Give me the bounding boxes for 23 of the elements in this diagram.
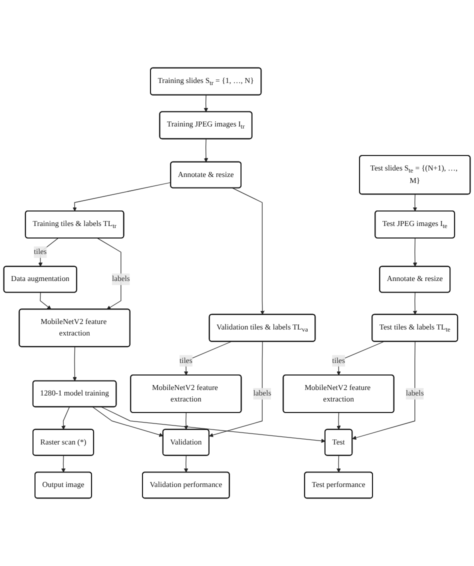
arrow	[412, 238, 418, 267]
arrow	[61, 455, 66, 473]
arrow	[38, 238, 58, 267]
arrow	[184, 341, 232, 376]
arrow	[40, 292, 52, 310]
arrow	[412, 194, 418, 212]
arrow	[72, 346, 77, 382]
arrow	[336, 455, 341, 473]
arrow	[336, 412, 341, 430]
arrow	[184, 455, 188, 473]
arrow	[101, 406, 326, 443]
arrow	[92, 406, 164, 437]
arrow	[204, 94, 208, 112]
arrow	[72, 182, 172, 212]
arrow	[336, 341, 384, 376]
arrow	[184, 412, 188, 430]
arrow	[352, 341, 416, 440]
arrow	[97, 238, 122, 310]
arrow	[61, 406, 70, 430]
arrow	[232, 188, 265, 315]
arrow	[204, 138, 208, 162]
arrow	[412, 292, 418, 315]
arrow	[209, 341, 263, 438]
